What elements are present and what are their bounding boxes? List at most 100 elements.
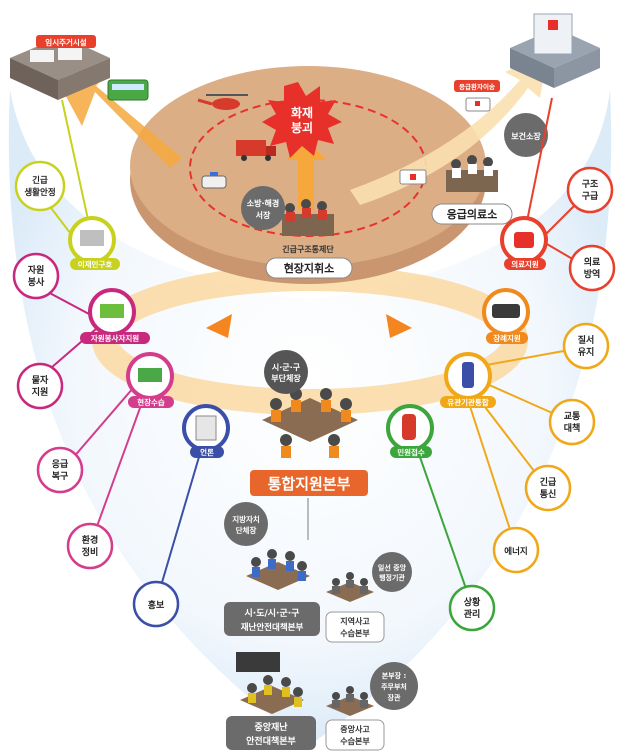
hospital-building-icon [510, 13, 600, 88]
hq-chief-label-2: 부단체장 [271, 373, 301, 383]
unit-volunteer-label: 자원봉사자지원 [91, 333, 139, 343]
site-command-label: 현장지휘소 [284, 261, 335, 275]
fire-truck-icon [236, 140, 276, 161]
unit-agency-label: 유관기관통합 [447, 397, 488, 407]
helicopter-icon [197, 94, 248, 110]
unit-site-recovery: 현장수습 [126, 352, 174, 408]
svg-text:자원: 자원 [28, 264, 45, 276]
svg-text:긴급: 긴급 [32, 175, 48, 186]
local-hq-label-1: 시·도/시·군·구 [245, 608, 300, 619]
svg-text:에너지: 에너지 [504, 546, 527, 557]
svg-text:질서: 질서 [578, 334, 595, 346]
task-right-2: 의료 방역 [568, 244, 616, 292]
fire-chief-label-2: 서장 [256, 210, 271, 220]
local-hq-people-icon [246, 549, 310, 590]
central-hq-box [226, 716, 316, 750]
ambulance-moving-icon [465, 97, 491, 112]
svg-text:구급: 구급 [582, 191, 599, 202]
svg-text:봉사: 봉사 [28, 276, 45, 288]
central-hq-label-2: 안전대책본부 [246, 735, 296, 747]
svg-text:유지: 유지 [578, 346, 595, 358]
svg-text:관리: 관리 [464, 608, 481, 620]
svg-text:홍보: 홍보 [148, 599, 165, 611]
unit-volunteer: 자원봉사자지원 [80, 288, 150, 344]
health-center-label: 보건소장 [511, 131, 541, 141]
task-left-5: 환경 정비 [66, 522, 114, 570]
hospital-sign-label: 응급환자이송 [459, 82, 495, 91]
svg-text:복구: 복구 [52, 471, 69, 482]
svg-text:환경: 환경 [82, 534, 99, 546]
unit-agency: 유관기관통합 [440, 352, 496, 408]
unit-press-label: 언론 [200, 447, 214, 457]
hospital-sign-badge [454, 80, 500, 92]
task-left-6: 홍보 [132, 580, 180, 628]
central-agency-label-1: 일선 중앙 [378, 563, 407, 572]
svg-text:생활안정: 생활안정 [24, 187, 55, 198]
local-hq-box [224, 602, 320, 636]
unit-evacuation: 이재민구호 [68, 216, 120, 270]
regional-hq-box [325, 611, 385, 643]
local-chief-bubble [224, 502, 268, 546]
regional-hq-label-1: 지역사고 [340, 616, 370, 626]
central-accident-hq-people-icon [326, 686, 374, 716]
svg-text:긴급: 긴급 [540, 476, 557, 488]
unit-site-recovery-label: 현장수습 [137, 397, 165, 407]
site-command-pill [265, 257, 353, 279]
task-right-1: 구조 구급 [566, 166, 614, 214]
central-agency-label-2: 행정기관 [379, 573, 405, 582]
local-chief-label-1: 지방자치 [232, 514, 260, 524]
svg-text:대책: 대책 [564, 422, 581, 434]
fire-label-2: 붕괴 [291, 120, 313, 135]
health-center-bubble [504, 113, 548, 157]
local-chief-label-2: 단체장 [236, 525, 257, 535]
central-accident-hq-label-1: 중앙사고 [340, 724, 370, 734]
arrow-up-command [286, 138, 326, 210]
arrow-to-shelter [56, 72, 182, 168]
unit-complaint-label: 민원접수 [397, 447, 425, 457]
task-left-1: 긴급 생활안정 [14, 160, 66, 212]
svg-text:응급: 응급 [52, 459, 69, 470]
svg-text:의료: 의료 [584, 256, 601, 268]
shelter-sign-badge [36, 35, 96, 48]
task-right-7: 상황 관리 [448, 584, 496, 632]
task-right-4: 교통 대책 [548, 398, 596, 446]
unit-funeral: 장례지원 [482, 288, 530, 344]
task-right-3: 질서 유지 [562, 322, 610, 370]
command-post-people-icon [282, 199, 334, 236]
unit-medical: 의료지원 [500, 216, 548, 270]
hq-chief-label-1: 시·군·구 [272, 363, 301, 372]
central-agency-bubble [372, 552, 412, 592]
svg-text:구조: 구조 [582, 179, 599, 190]
svg-text:지원: 지원 [32, 386, 49, 398]
minister-label-1: 본부장 : [382, 671, 407, 680]
central-accident-hq-box [325, 719, 385, 751]
fire-chief-bubble [241, 186, 285, 230]
emergency-clinic-label: 응급의료소 [447, 207, 498, 221]
svg-text:통신: 통신 [540, 488, 557, 500]
central-hq-people-icon [236, 652, 304, 714]
hq-people-icon [262, 388, 358, 458]
minister-bubble [370, 662, 418, 710]
arrow-right-ring [386, 314, 412, 338]
fire-label-1: 화재 [291, 105, 313, 120]
regional-hq-people-icon [326, 572, 374, 602]
local-hq-label-2: 재난안전대책본부 [241, 622, 304, 633]
svg-text:물자: 물자 [32, 374, 49, 386]
unit-press: 언론 [182, 404, 230, 458]
arrow-left-ring [206, 314, 232, 338]
emergency-clinic-pill [431, 203, 513, 225]
ambulance-on-disc-icon [399, 169, 427, 185]
fire-burst-icon [262, 82, 342, 158]
hq-banner [250, 470, 368, 496]
task-left-2: 자원 봉사 [12, 252, 60, 300]
task-left-4: 응급 복구 [36, 446, 84, 494]
task-right-6: 에너지 [492, 526, 540, 574]
unit-funeral-label: 장례지원 [493, 333, 521, 343]
task-right-5: 긴급 통신 [524, 464, 572, 512]
hq-title: 통합지원본부 [268, 475, 351, 493]
svg-text:방역: 방역 [584, 268, 601, 280]
central-accident-hq-label-2: 수습본부 [340, 736, 370, 746]
unit-complaint: 민원접수 [386, 404, 434, 458]
